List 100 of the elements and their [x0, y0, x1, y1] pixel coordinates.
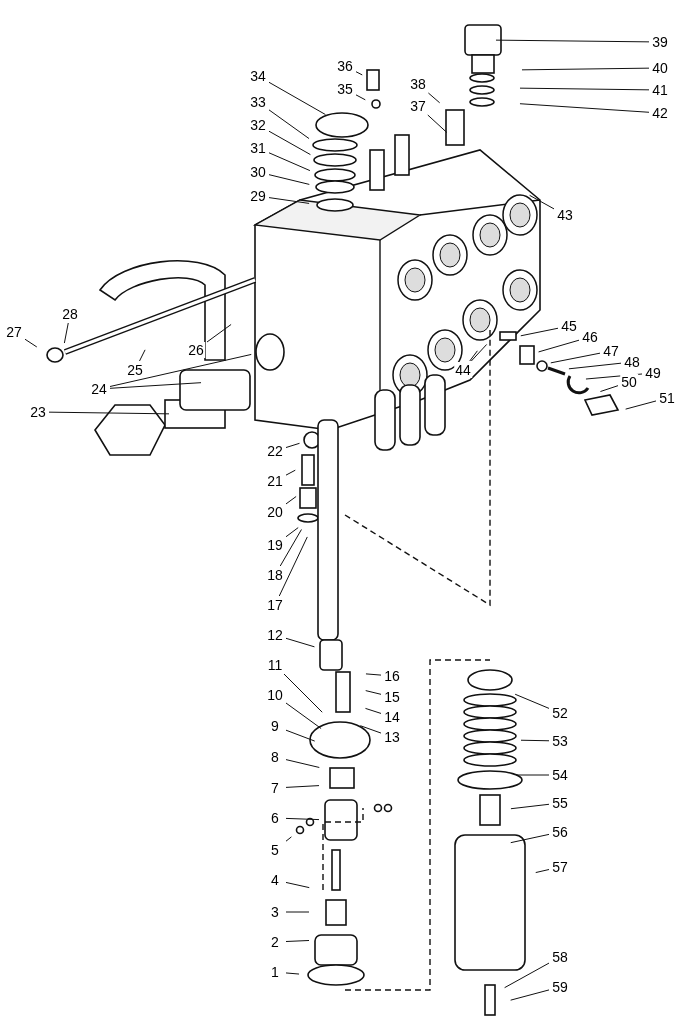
callout-number: 13	[383, 729, 401, 745]
leader-line	[285, 442, 300, 449]
callout-number: 8	[270, 749, 280, 765]
leader-line	[538, 339, 580, 353]
leader-line	[427, 114, 448, 134]
leader-line	[514, 693, 550, 709]
leader-line	[268, 174, 310, 185]
leader-line	[279, 529, 302, 567]
callout-number: 42	[651, 105, 669, 121]
leader-line	[139, 349, 146, 362]
callout-number: 50	[620, 374, 638, 390]
callout-number: 23	[29, 404, 47, 420]
leader-line	[520, 327, 559, 337]
callout-number: 29	[249, 188, 267, 204]
callout-number: 1	[270, 964, 280, 980]
leader-line	[599, 385, 619, 392]
callout-number: 43	[556, 207, 574, 223]
leader-line	[364, 707, 382, 714]
callout-number: 3	[270, 904, 280, 920]
callout-number: 5	[270, 842, 280, 858]
callout-number: 31	[249, 140, 267, 156]
callout-number: 4	[270, 872, 280, 888]
leader-line	[585, 373, 643, 380]
callout-number: 51	[658, 390, 676, 406]
callout-number: 16	[383, 668, 401, 684]
callout-number: 36	[336, 58, 354, 74]
callout-number: 28	[61, 306, 79, 322]
leader-line	[625, 400, 657, 410]
leader-line	[510, 833, 550, 844]
callout-number: 26	[187, 342, 205, 358]
leader-line	[510, 989, 550, 1001]
leader-line	[268, 130, 311, 156]
callout-number: 57	[551, 859, 569, 875]
leader-line	[285, 527, 299, 538]
leader-line	[568, 362, 622, 370]
leader-line	[359, 725, 382, 734]
leader-line	[365, 673, 382, 676]
callout-number: 7	[270, 780, 280, 796]
leader-line	[519, 103, 650, 113]
leader-line	[109, 382, 202, 389]
callout-number: 19	[266, 537, 284, 553]
leader-line	[109, 353, 252, 387]
callout-number: 53	[551, 733, 569, 749]
callout-number: 33	[249, 94, 267, 110]
callout-number: 12	[266, 627, 284, 643]
leader-line	[285, 911, 310, 913]
leader-line	[285, 836, 292, 842]
callout-number: 15	[383, 689, 401, 705]
leader-line	[285, 972, 300, 975]
leader-line	[285, 469, 296, 476]
leader-line	[529, 194, 555, 210]
callout-number: 20	[266, 504, 284, 520]
leader-line	[521, 67, 650, 71]
leader-line	[268, 197, 310, 204]
leader-line	[285, 702, 322, 730]
leader-line	[510, 803, 550, 810]
leader-line	[469, 350, 478, 362]
callout-number: 10	[266, 687, 284, 703]
leader-line	[470, 343, 488, 362]
callout-number: 46	[581, 329, 599, 345]
leader-line	[285, 817, 320, 821]
leader-line	[48, 411, 170, 415]
callout-number: 48	[623, 354, 641, 370]
callout-number: 44	[454, 362, 472, 378]
leader-line	[550, 352, 601, 364]
callout-number: 39	[651, 34, 669, 50]
callout-number: 55	[551, 795, 569, 811]
callout-number: 32	[249, 117, 267, 133]
callout-number: 27	[5, 324, 23, 340]
callout-number: 21	[266, 473, 284, 489]
callout-number: 59	[551, 979, 569, 995]
leader-line	[504, 962, 550, 989]
leader-line	[285, 637, 315, 648]
callout-number: 11	[266, 657, 284, 673]
leader-line	[519, 87, 650, 91]
callout-number: 9	[270, 718, 280, 734]
leader-line	[268, 81, 326, 116]
callout-number: 17	[266, 597, 284, 613]
leader-line	[515, 774, 550, 776]
callout-number: 14	[383, 709, 401, 725]
leader-line	[268, 152, 311, 172]
callout-number: 30	[249, 164, 267, 180]
leader-line	[285, 940, 310, 942]
leader-line	[63, 322, 69, 344]
leader-line	[285, 759, 320, 768]
leader-line	[355, 94, 366, 101]
callout-number: 47	[602, 343, 620, 359]
callout-number: 25	[126, 362, 144, 378]
leader-line	[285, 881, 310, 889]
callout-number: 37	[409, 98, 427, 114]
leader-line	[268, 109, 310, 140]
leader-line	[427, 92, 441, 104]
leader-line	[365, 690, 382, 695]
leader-line	[285, 496, 297, 505]
leader-line	[495, 39, 650, 43]
callout-number: 18	[266, 567, 284, 583]
callout-number: 54	[551, 767, 569, 783]
callout-number: 56	[551, 824, 569, 840]
callout-number: 58	[551, 949, 569, 965]
leader-line	[285, 729, 316, 742]
